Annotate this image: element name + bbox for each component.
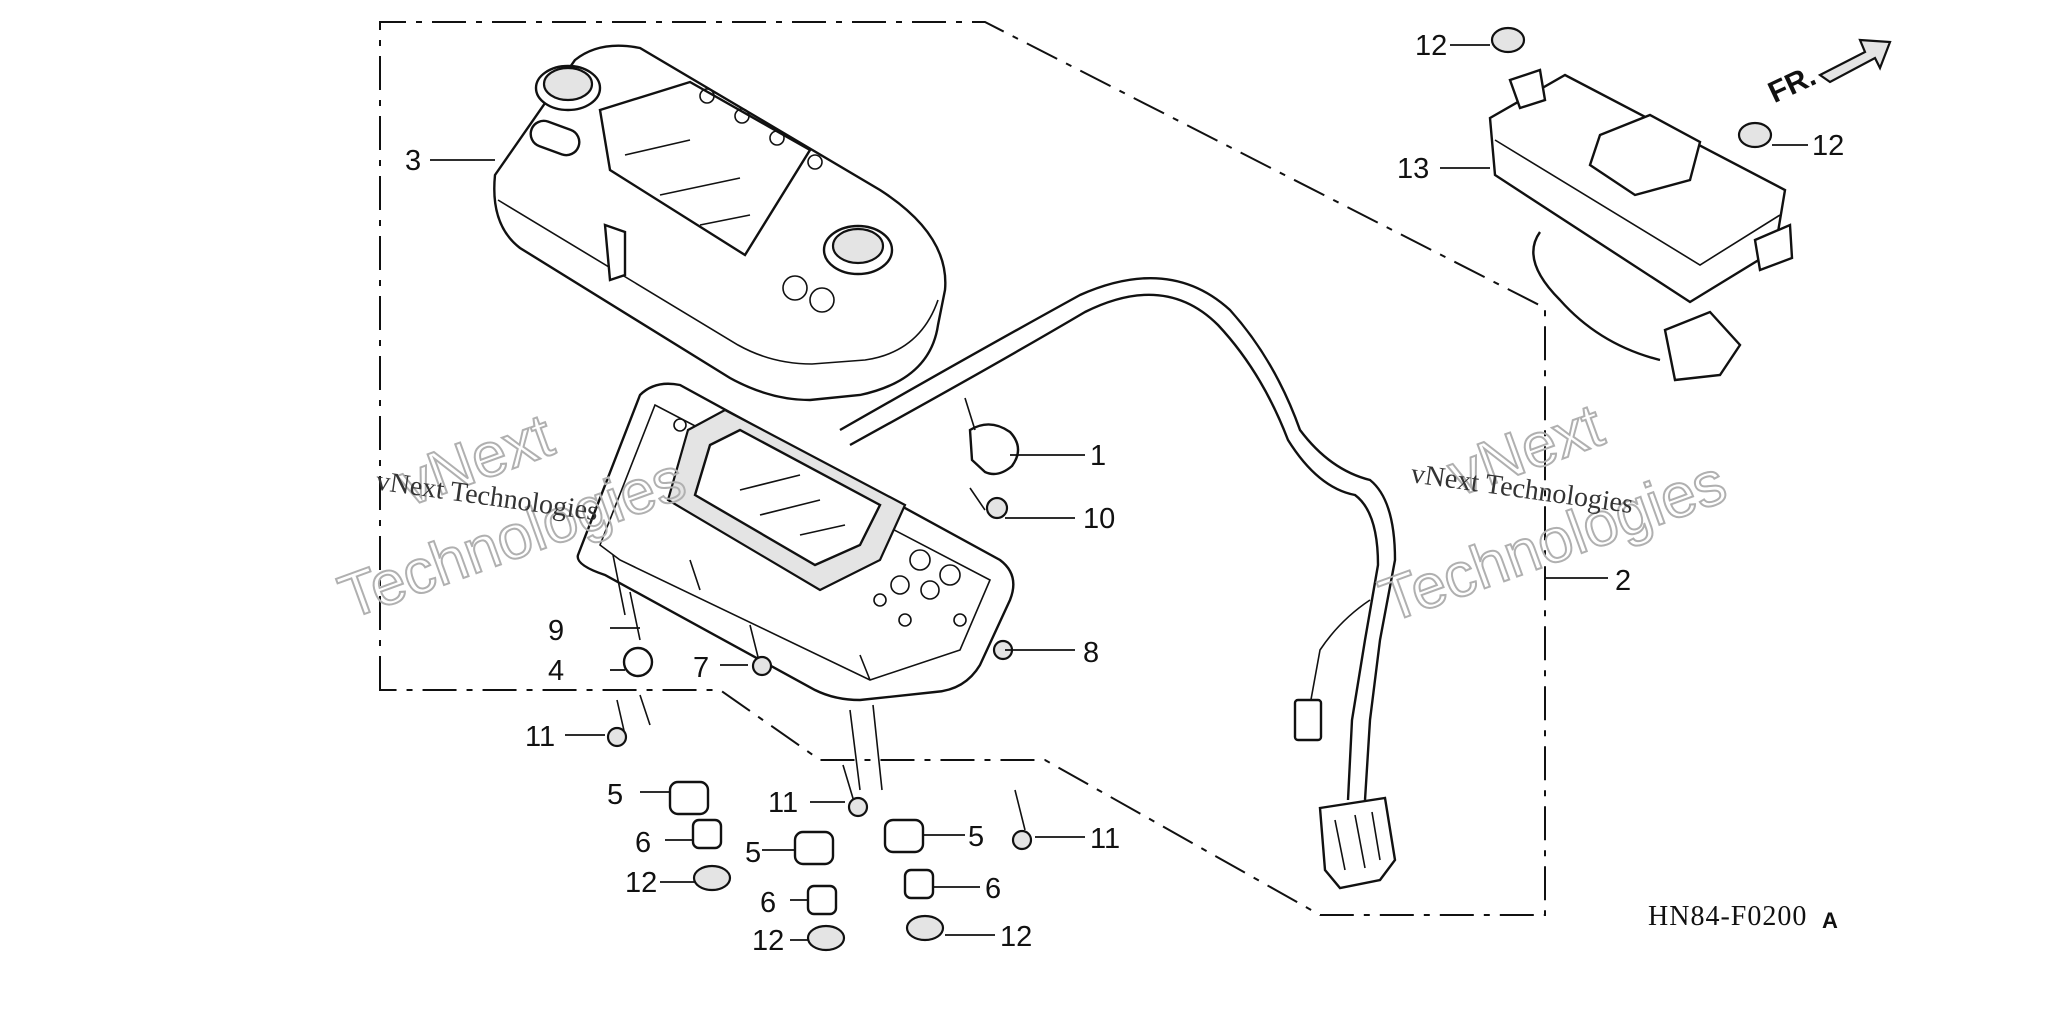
assembly-boundary xyxy=(379,21,1546,916)
callout-6-right: 6 xyxy=(985,873,1001,905)
diagram-code-suffix: A xyxy=(1822,908,1838,933)
callout-6-left: 6 xyxy=(635,827,651,859)
callout-11-middle: 11 xyxy=(768,787,798,819)
clamp-part xyxy=(964,397,1020,476)
callout-7: 7 xyxy=(693,652,709,684)
callout-12-right: 12 xyxy=(1000,921,1032,953)
watermark-group: vNext Technologies vNext Technologies vN… xyxy=(329,390,1735,637)
front-direction-arrow: FR. xyxy=(1763,38,1892,110)
diagram-code: HN84-F0200 A xyxy=(1648,901,1838,933)
callout-8: 8 xyxy=(1083,637,1099,669)
callout-5-right: 5 xyxy=(968,821,984,853)
meter-cover-part xyxy=(493,44,947,402)
diagram-code-label: HN84-F0200 xyxy=(1648,901,1807,932)
fasteners-group xyxy=(606,26,1773,952)
meter-base-part xyxy=(576,382,1015,702)
wire-harness-part xyxy=(839,276,1397,890)
callout-2: 2 xyxy=(1615,565,1631,597)
callout-12-left: 12 xyxy=(625,867,657,899)
callout-10: 10 xyxy=(1083,503,1115,535)
callout-9: 9 xyxy=(548,615,564,647)
callout-1: 1 xyxy=(1090,440,1106,472)
callout-11-left: 11 xyxy=(525,721,555,753)
callout-12-unit: 12 xyxy=(1812,130,1844,162)
callout-13: 13 xyxy=(1397,153,1429,185)
callout-3: 3 xyxy=(405,145,421,177)
callout-4: 4 xyxy=(548,655,564,687)
callout-11-right: 11 xyxy=(1090,823,1120,855)
callout-labels: 3 1 10 2 9 4 7 8 11 5 6 12 11 5 6 12 5 6… xyxy=(405,30,1844,957)
callout-12-middle: 12 xyxy=(752,925,784,957)
front-marker-label: FR. xyxy=(1763,59,1821,109)
callout-5-middle: 5 xyxy=(745,837,761,869)
callout-5-left: 5 xyxy=(607,779,623,811)
callout-12-top: 12 xyxy=(1415,30,1447,62)
callout-6-middle: 6 xyxy=(760,887,776,919)
control-unit-part xyxy=(1488,68,1794,382)
leader-lines xyxy=(430,44,1808,941)
